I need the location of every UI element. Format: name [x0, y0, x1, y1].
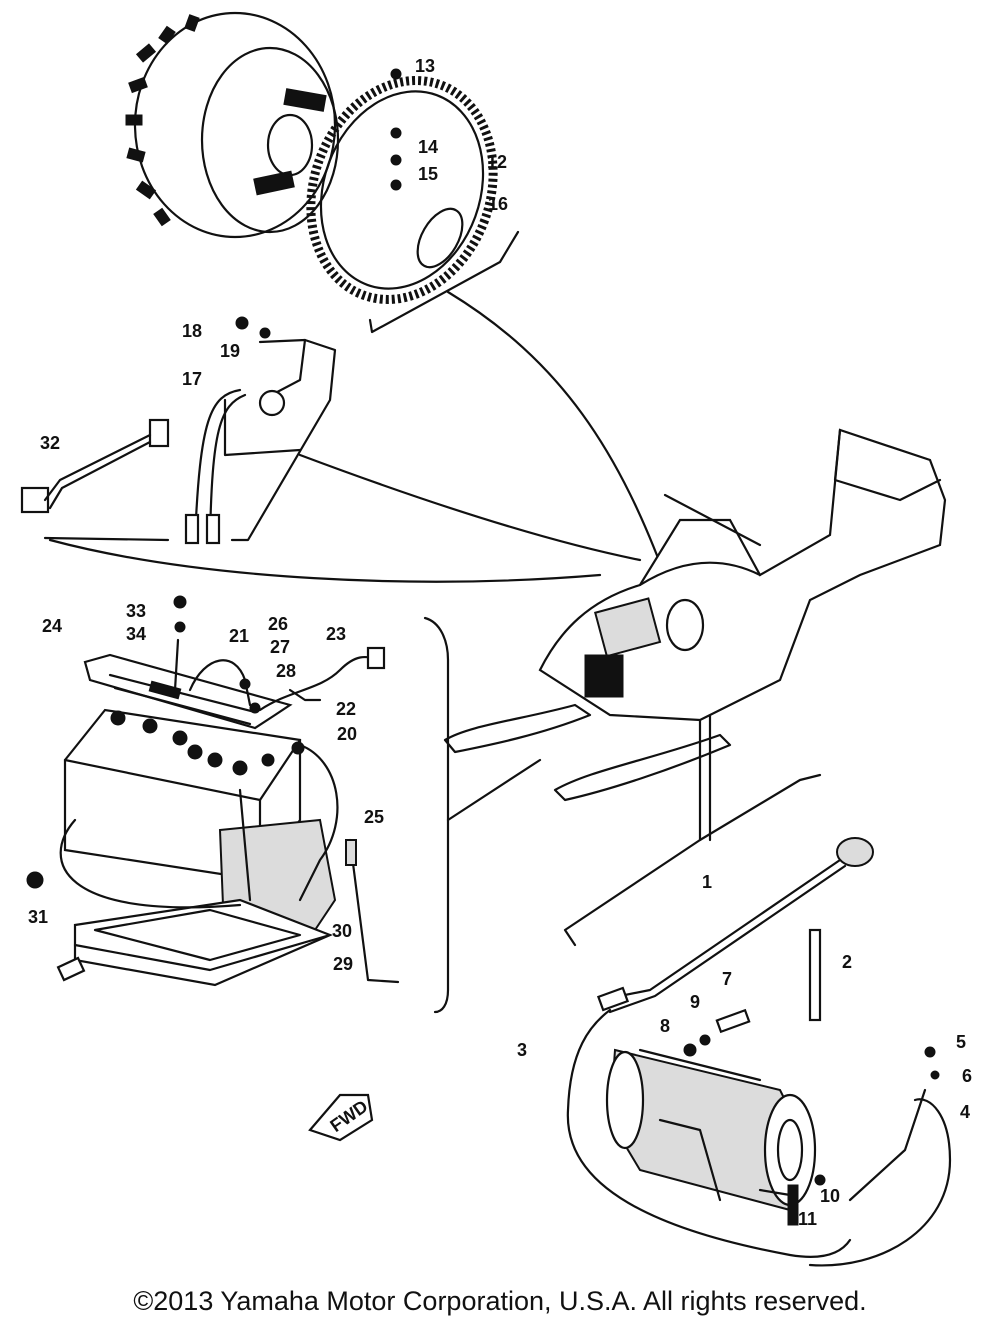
- callout-29: 29: [333, 954, 353, 974]
- flywheel-magneto: [125, 11, 340, 239]
- callout-32: 32: [40, 433, 60, 453]
- callout-4: 4: [960, 1102, 970, 1122]
- callout-8: 8: [660, 1016, 670, 1036]
- callout-labels: 1234567891011121314151617181920212223242…: [28, 56, 972, 1229]
- starter-motor: [605, 1048, 817, 1212]
- callout-16: 16: [488, 194, 508, 214]
- callout-26: 26: [268, 614, 288, 634]
- nut: [26, 871, 44, 889]
- callout-30: 30: [332, 921, 352, 941]
- callout-33: 33: [126, 601, 146, 621]
- battery-hold-bar: [83, 595, 293, 730]
- forward-arrow: FWD: [308, 1093, 374, 1142]
- callout-24: 24: [42, 616, 62, 636]
- callout-6: 6: [962, 1066, 972, 1086]
- pickup-coil-assembly: [184, 316, 337, 545]
- callout-34: 34: [126, 624, 146, 644]
- callout-17: 17: [182, 369, 202, 389]
- callout-12: 12: [487, 152, 507, 172]
- ring-gear: [306, 68, 520, 334]
- callout-27: 27: [270, 637, 290, 657]
- starter-fasteners: [683, 1008, 826, 1226]
- parts-diagram: FWD 123456789101112131415161718192021222…: [20, 11, 972, 1267]
- callout-19: 19: [220, 341, 240, 361]
- callout-2: 2: [842, 952, 852, 972]
- callout-11: 11: [798, 1209, 817, 1229]
- snowmobile: [443, 428, 947, 802]
- wire-harness: [20, 418, 170, 542]
- callout-25: 25: [364, 807, 384, 827]
- callout-1: 1: [702, 872, 712, 892]
- callout-23: 23: [326, 624, 346, 644]
- battery-cables: [188, 646, 386, 714]
- battery: [59, 708, 339, 987]
- callout-5: 5: [956, 1032, 966, 1052]
- bolt: [56, 956, 86, 982]
- callout-20: 20: [337, 724, 357, 744]
- callout-28: 28: [276, 661, 296, 681]
- callout-21: 21: [229, 626, 249, 646]
- callout-13: 13: [415, 56, 435, 76]
- callout-7: 7: [722, 969, 732, 989]
- callout-3: 3: [517, 1040, 527, 1060]
- copyright-notice: ©2013 Yamaha Motor Corporation, U.S.A. A…: [133, 1286, 867, 1316]
- callout-14: 14: [418, 137, 438, 157]
- battery-group-bracket: [423, 616, 822, 1014]
- callout-22: 22: [336, 699, 356, 719]
- hold-rod: [345, 838, 400, 984]
- callout-10: 10: [820, 1186, 840, 1206]
- callout-15: 15: [418, 164, 438, 184]
- callout-31: 31: [28, 907, 48, 927]
- starter-cables: [566, 837, 952, 1267]
- callout-9: 9: [690, 992, 700, 1012]
- callout-18: 18: [182, 321, 202, 341]
